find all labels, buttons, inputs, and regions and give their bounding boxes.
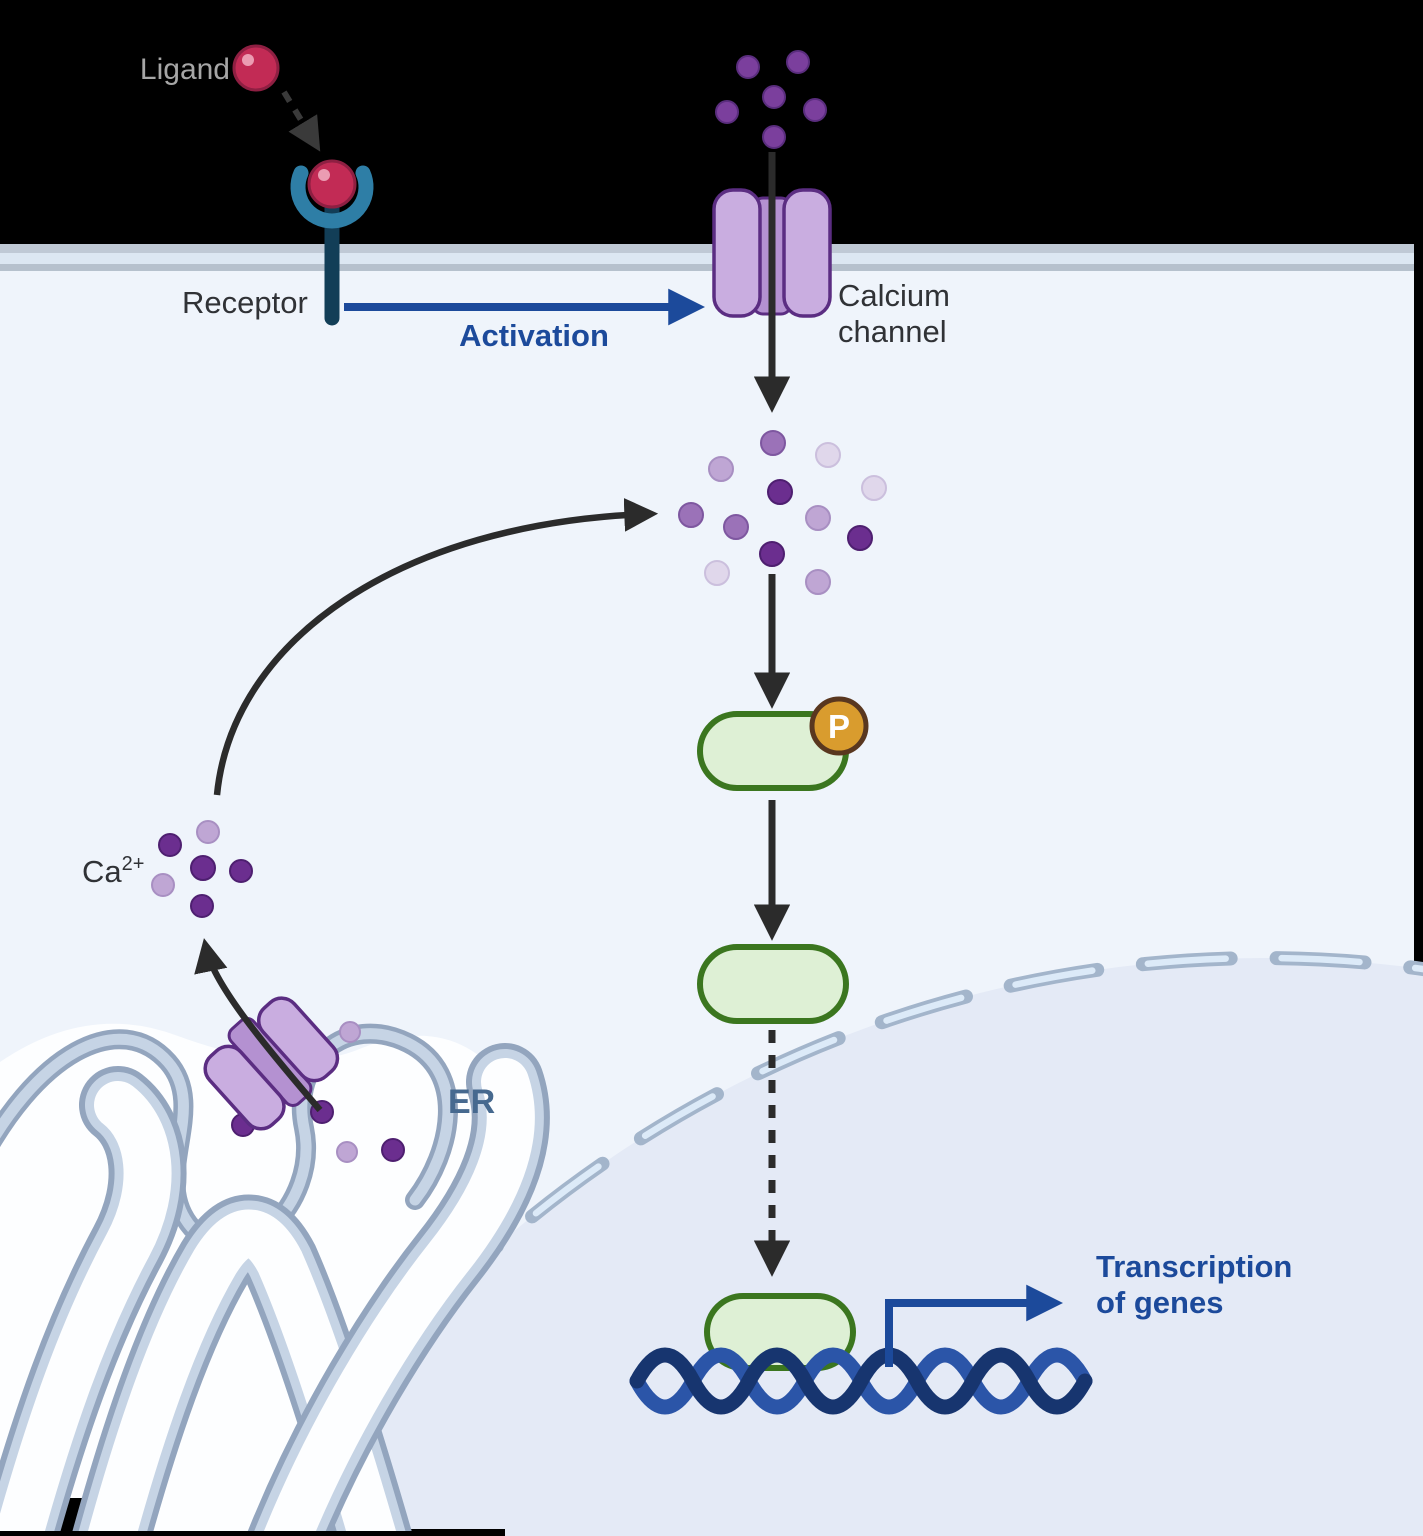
calcium-channel-label-line2: channel	[838, 314, 947, 349]
er-calcium-channel	[203, 996, 340, 1131]
er-channel-pillar	[203, 1044, 286, 1131]
channel-pillar	[782, 188, 832, 318]
bound-ligand	[307, 159, 357, 209]
calcium-ion	[715, 100, 739, 124]
ligand-molecule	[232, 44, 280, 92]
ligand-label: Ligand	[140, 53, 230, 86]
er-label: ER	[448, 1083, 495, 1121]
nucleoplasm	[258, 958, 1423, 1536]
calcium-ion	[767, 479, 793, 505]
calcium-ion	[708, 456, 734, 482]
receptor-label: Receptor	[182, 285, 308, 320]
bottom-edge-line	[0, 1531, 505, 1536]
transcription-label-line2: of genes	[1096, 1285, 1223, 1320]
calcium-ion	[229, 859, 253, 883]
er-finger	[0, 1081, 172, 1536]
phosphate-label: P	[828, 708, 850, 745]
ca-ion-label: Ca2+	[82, 853, 144, 889]
calcium-ion	[803, 98, 827, 122]
calcium-ion	[805, 505, 831, 531]
calcium-ion	[151, 873, 175, 897]
ligand-binding-arrow	[281, 90, 321, 152]
calcium-ion	[786, 50, 810, 74]
transcription-arrow	[885, 1284, 1064, 1367]
calcium-ion	[762, 85, 786, 109]
ligand-highlight	[242, 54, 254, 66]
channel-pillar	[712, 188, 762, 318]
plasma-membrane	[0, 244, 1414, 271]
nucleus	[249, 951, 1423, 1536]
extracellular-ions	[715, 50, 827, 149]
calcium-ion	[759, 541, 785, 567]
calcium-ion	[336, 1141, 358, 1163]
ca-cluster-left: Ca2+	[82, 820, 253, 918]
calcium-ion	[190, 894, 214, 918]
calcium-ion	[196, 820, 220, 844]
endoplasmic-reticulum: ER	[0, 938, 550, 1536]
cytosolic-ion-cluster	[678, 430, 887, 595]
phosphate-badge	[809, 696, 869, 756]
calcium-ion	[847, 525, 873, 551]
calcium-ion	[760, 430, 786, 456]
activation-label: Activation	[459, 318, 609, 353]
receptor-group: Receptor	[182, 159, 374, 326]
calcium-ion	[704, 560, 730, 586]
membrane-outer-leaflet	[0, 244, 1414, 253]
calcium-ion	[158, 833, 182, 857]
dna-helix	[629, 1347, 1093, 1415]
er-release-arrow	[194, 938, 323, 1113]
calcium-ion	[861, 475, 887, 501]
calcium-ion	[678, 502, 704, 528]
bound-ligand-highlight	[318, 169, 330, 181]
dna-strand-front	[629, 1347, 1093, 1415]
receptor-cup	[290, 165, 374, 229]
er-channel-pillar	[256, 996, 340, 1083]
membrane-inner-leaflet	[0, 264, 1414, 271]
ca-feedback-arrow	[213, 497, 659, 796]
signaling-protein-1: P	[697, 696, 869, 791]
calcium-ion	[762, 125, 786, 149]
signaling-protein-3	[704, 1293, 856, 1371]
calcium-ion	[736, 55, 760, 79]
membrane-core	[0, 253, 1414, 264]
activation-group: Activation	[344, 288, 706, 353]
calcium-channel-label-line1: Calcium	[838, 278, 950, 313]
transcription-label-line1: Transcription	[1096, 1249, 1292, 1284]
signaling-protein-2	[697, 944, 849, 1024]
calcium-ion	[805, 569, 831, 595]
calcium-ion	[190, 855, 216, 881]
calcium-ion	[339, 1021, 361, 1043]
calcium-ion	[723, 514, 749, 540]
ligand-group: Ligand	[140, 44, 321, 152]
calcium-ion	[815, 442, 841, 468]
calcium-ion	[381, 1138, 405, 1162]
er-finger	[261, 1058, 535, 1536]
